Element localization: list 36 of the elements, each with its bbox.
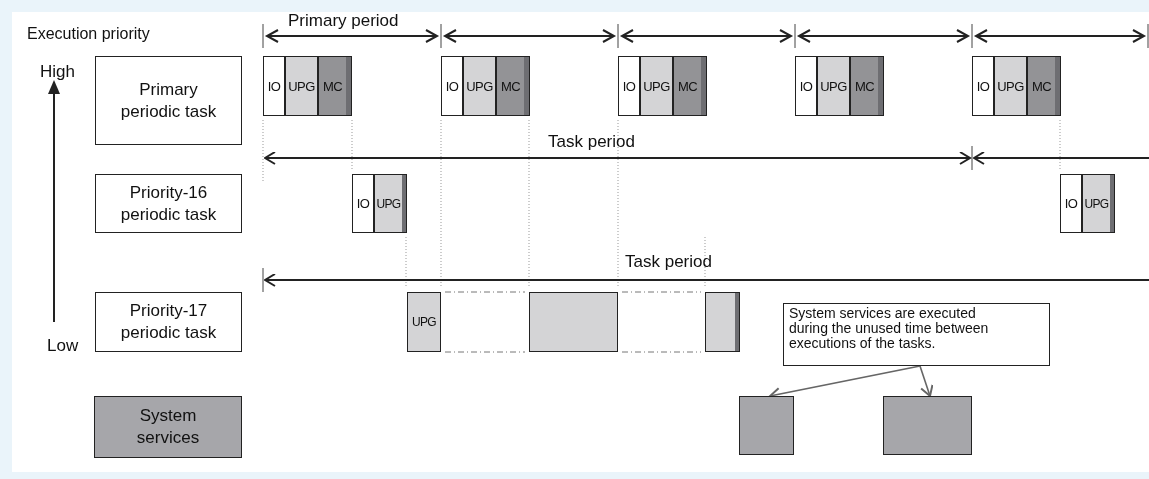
task-segment: UPG: [285, 56, 318, 116]
task-label-box: Primary periodic task: [95, 56, 242, 145]
dimension-label: Task period: [625, 252, 712, 272]
task-segment: MC: [318, 56, 352, 116]
task-segment: IO: [795, 56, 817, 116]
axis-title: Execution priority: [27, 25, 150, 43]
task-segment: UPG: [407, 292, 441, 352]
task-segment: IO: [441, 56, 463, 116]
task-segment: MC: [850, 56, 884, 116]
task-segment: IO: [1060, 174, 1082, 233]
leader-arrow: [919, 365, 934, 397]
callout-note: System services are executed during the unused time between executions of the tasks.: [783, 303, 1050, 366]
task-segment: IO: [352, 174, 374, 233]
task-segment: MC: [1027, 56, 1061, 116]
task-label-box: Priority-17 periodic task: [95, 292, 242, 352]
system-service-block: [739, 396, 794, 455]
execution-block: [529, 292, 618, 352]
task-segment: UPG: [1082, 174, 1115, 233]
execution-block: [705, 292, 740, 352]
system-service-block: [883, 396, 972, 455]
task-segment: UPG: [463, 56, 496, 116]
dimension-label: Primary period: [288, 11, 399, 31]
task-label-box: System services: [94, 396, 242, 458]
task-segment: UPG: [374, 174, 407, 233]
task-label-box: Priority-16 periodic task: [95, 174, 242, 233]
task-segment: UPG: [640, 56, 673, 116]
axis-end-label: Low: [47, 336, 79, 356]
task-segment: IO: [618, 56, 640, 116]
task-segment: MC: [673, 56, 707, 116]
task-segment: MC: [496, 56, 530, 116]
task-segment: IO: [972, 56, 994, 116]
task-segment: UPG: [994, 56, 1027, 116]
task-segment: IO: [263, 56, 285, 116]
task-segment: UPG: [817, 56, 850, 116]
axis-end-label: High: [40, 62, 75, 82]
dimension-label: Task period: [548, 132, 635, 152]
